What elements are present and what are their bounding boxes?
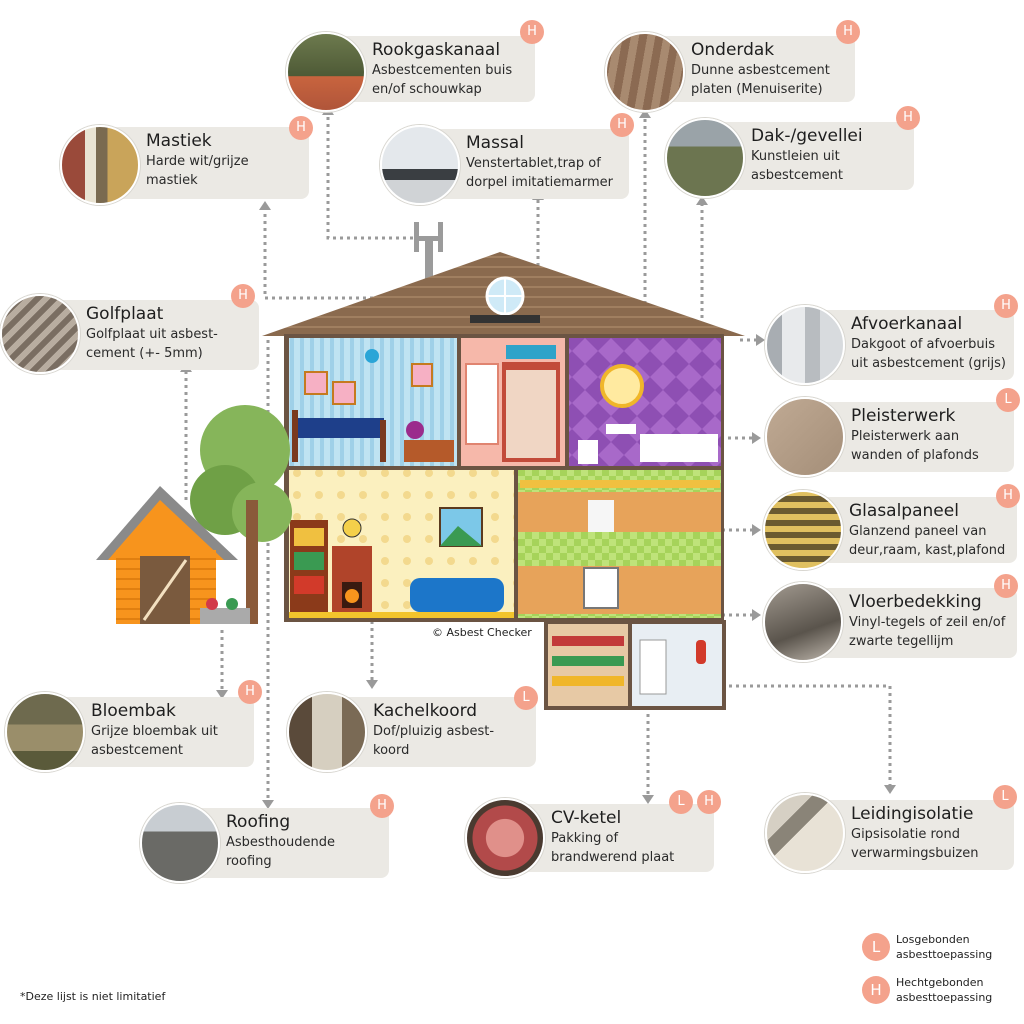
- item-photo-roofing: [140, 803, 220, 883]
- risk-badge-h: H: [697, 790, 721, 814]
- item-photo-kachelkoord: [287, 692, 367, 772]
- item-description-line: Glanzend paneel van: [849, 524, 987, 539]
- risk-badge-l: L: [996, 388, 1020, 412]
- item-title: Mastiek: [146, 131, 212, 151]
- item-description-line: Dof/pluizig asbest-: [373, 724, 495, 739]
- item-description-line: dorpel imitatiemarmer: [466, 175, 613, 190]
- item-photo-pleisterwerk: [765, 397, 845, 477]
- item-description-line: Vinyl-tegels of zeil en/of: [849, 615, 1006, 630]
- item-description-line: Gipsisolatie rond: [851, 827, 960, 842]
- item-description-line: Venstertablet,trap of: [466, 156, 601, 171]
- item-description-line: deur,raam, kast,plafond: [849, 543, 1006, 558]
- item-description-line: Asbesthoudende: [226, 835, 335, 850]
- item-photo-leidingisolatie: [765, 793, 845, 873]
- item-description-line: asbestcement: [91, 743, 184, 758]
- item-description-line: Pleisterwerk aan: [851, 429, 960, 444]
- item-title: Onderdak: [691, 40, 775, 60]
- item-title: Bloembak: [91, 701, 176, 721]
- risk-badge-h: H: [994, 294, 1018, 318]
- risk-badge-l: L: [514, 686, 538, 710]
- item-description-line: Dunne asbestcement: [691, 63, 830, 78]
- item-title: CV-ketel: [551, 808, 622, 828]
- risk-badge-l: L: [669, 790, 693, 814]
- item-description-line: en/of schouwkap: [372, 82, 482, 97]
- item-description-line: zwarte tegellijm: [849, 634, 954, 649]
- risk-badge-h: H: [289, 116, 313, 140]
- item-description-line: Kunstleien uit: [751, 149, 840, 164]
- item-title: Rookgaskanaal: [372, 40, 501, 60]
- legend-badge-h: H: [862, 976, 890, 1004]
- item-title: Leidingisolatie: [851, 804, 974, 824]
- footnote: *Deze lijst is niet limitatief: [20, 990, 166, 1003]
- item-photo-mastiek: [60, 125, 140, 205]
- legend-badge-l: L: [862, 933, 890, 961]
- item-description-line: roofing: [226, 854, 272, 869]
- item-photo-afvoerkanaal: [765, 305, 845, 385]
- item-photo-dakgevellei: [665, 118, 745, 198]
- item-title: Massal: [466, 133, 524, 153]
- risk-badge-h: H: [231, 284, 255, 308]
- item-description-line: Grijze bloembak uit: [91, 724, 218, 739]
- item-description-line: Asbestcementen buis: [372, 63, 513, 78]
- item-photo-massal: [380, 125, 460, 205]
- risk-badge-h: H: [836, 20, 860, 44]
- risk-badge-h: H: [610, 113, 634, 137]
- item-photo-cvketel: [465, 798, 545, 878]
- item-description-line: Dakgoot of afvoerbuis: [851, 337, 995, 352]
- item-description-line: wanden of plafonds: [851, 448, 979, 463]
- item-description-line: Pakking of: [551, 831, 619, 846]
- item-description-line: brandwerend plaat: [551, 850, 675, 865]
- item-title: Kachelkoord: [373, 701, 478, 721]
- item-title: Roofing: [226, 812, 291, 832]
- copyright-label: © Asbest Checker: [432, 626, 532, 639]
- item-description-line: verwarmingsbuizen: [851, 846, 979, 861]
- risk-badge-h: H: [370, 794, 394, 818]
- item-description-line: platen (Menuiserite): [691, 82, 823, 97]
- item-photo-glasalpaneel: [763, 490, 843, 570]
- item-title: Golfplaat: [86, 304, 164, 324]
- item-description-line: cement (+- 5mm): [86, 346, 203, 361]
- item-description-line: Harde wit/grijze: [146, 154, 249, 169]
- risk-badge-h: H: [896, 106, 920, 130]
- item-photo-rookgaskanaal: [286, 32, 366, 112]
- risk-badge-h: H: [238, 680, 262, 704]
- risk-badge-h: H: [994, 574, 1018, 598]
- risk-badge-l: L: [993, 785, 1017, 809]
- item-photo-onderdak: [605, 32, 685, 112]
- item-photo-vloerbedekking: [763, 582, 843, 662]
- item-title: Vloerbedekking: [849, 592, 982, 612]
- item-title: Pleisterwerk: [851, 406, 956, 426]
- risk-badge-h: H: [520, 20, 544, 44]
- item-title: Afvoerkanaal: [851, 314, 963, 334]
- item-title: Dak-/gevellei: [751, 126, 863, 146]
- item-description-line: asbestcement: [751, 168, 844, 183]
- item-photo-golfplaat: [0, 294, 80, 374]
- item-description-line: uit asbestcement (grijs): [851, 356, 1006, 371]
- item-description-line: Golfplaat uit asbest-: [86, 327, 218, 342]
- item-photo-bloembak: [5, 692, 85, 772]
- risk-badge-h: H: [996, 484, 1020, 508]
- item-title: Glasalpaneel: [849, 501, 959, 521]
- item-description-line: koord: [373, 743, 410, 758]
- item-description-line: mastiek: [146, 173, 198, 188]
